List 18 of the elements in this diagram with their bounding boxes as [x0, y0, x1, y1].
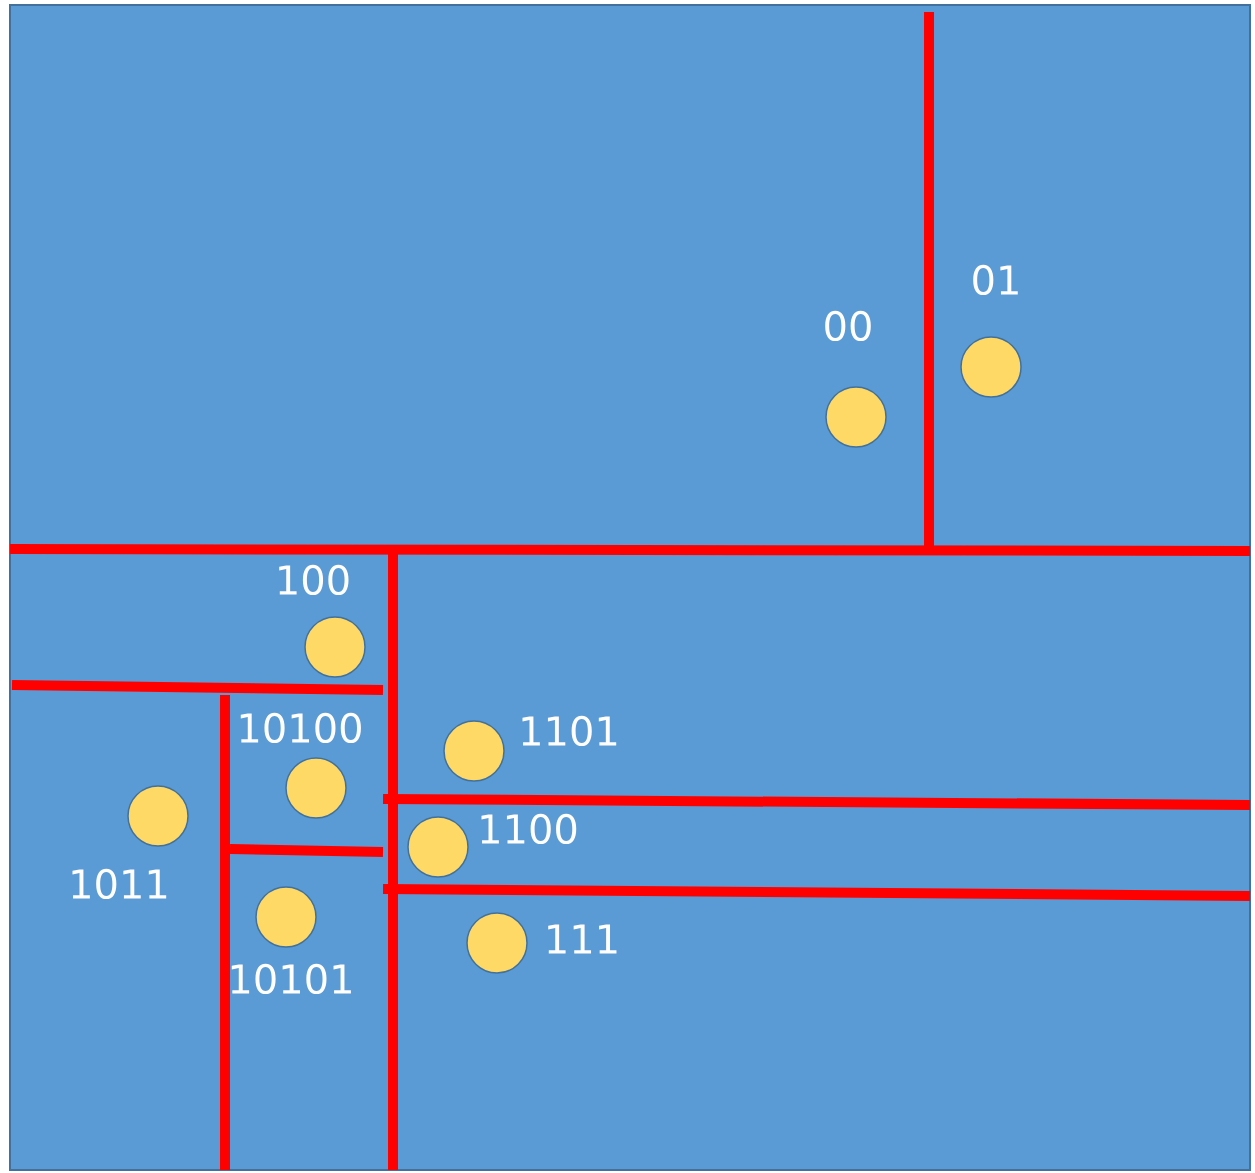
point-label: 100	[279, 564, 349, 596]
point-marker	[960, 336, 1022, 398]
point-marker	[466, 912, 528, 974]
point-marker	[825, 386, 887, 448]
point-marker	[285, 757, 347, 819]
point-label: 01	[973, 264, 1018, 296]
point-marker	[407, 816, 469, 878]
point-marker	[255, 886, 317, 948]
point-label: 10101	[231, 963, 351, 995]
point-marker	[304, 616, 366, 678]
point-label: 1101	[522, 715, 617, 747]
point-marker	[127, 785, 189, 847]
point-label: 1100	[481, 813, 577, 845]
point-label: 00	[825, 310, 871, 342]
point-label: 1011	[72, 868, 167, 900]
point-label: 111	[548, 924, 617, 954]
point-label: 10100	[240, 712, 361, 744]
point-marker	[443, 720, 505, 782]
